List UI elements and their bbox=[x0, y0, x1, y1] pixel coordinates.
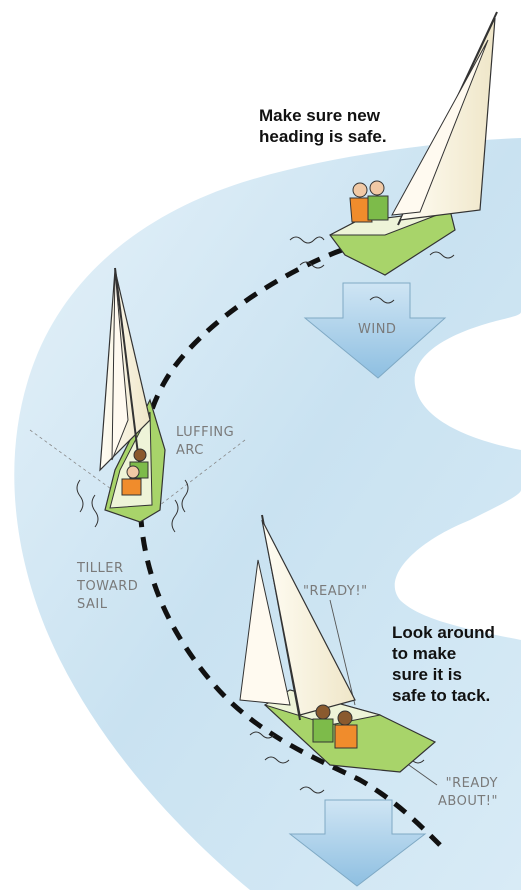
caption-new-heading: Make sure new heading is safe. bbox=[259, 105, 387, 147]
label-luffing-arc: LUFFING ARC bbox=[176, 424, 234, 460]
label-tiller-toward-sail: TILLER TOWARD SAIL bbox=[77, 560, 138, 614]
label-wind: WIND bbox=[358, 321, 396, 339]
label-ready-about: "READY ABOUT!" bbox=[438, 775, 498, 811]
caption-look-around: Look around to make sure it is safe to t… bbox=[392, 622, 495, 706]
label-ready: "READY!" bbox=[303, 583, 368, 601]
sailor-icon bbox=[313, 705, 333, 742]
